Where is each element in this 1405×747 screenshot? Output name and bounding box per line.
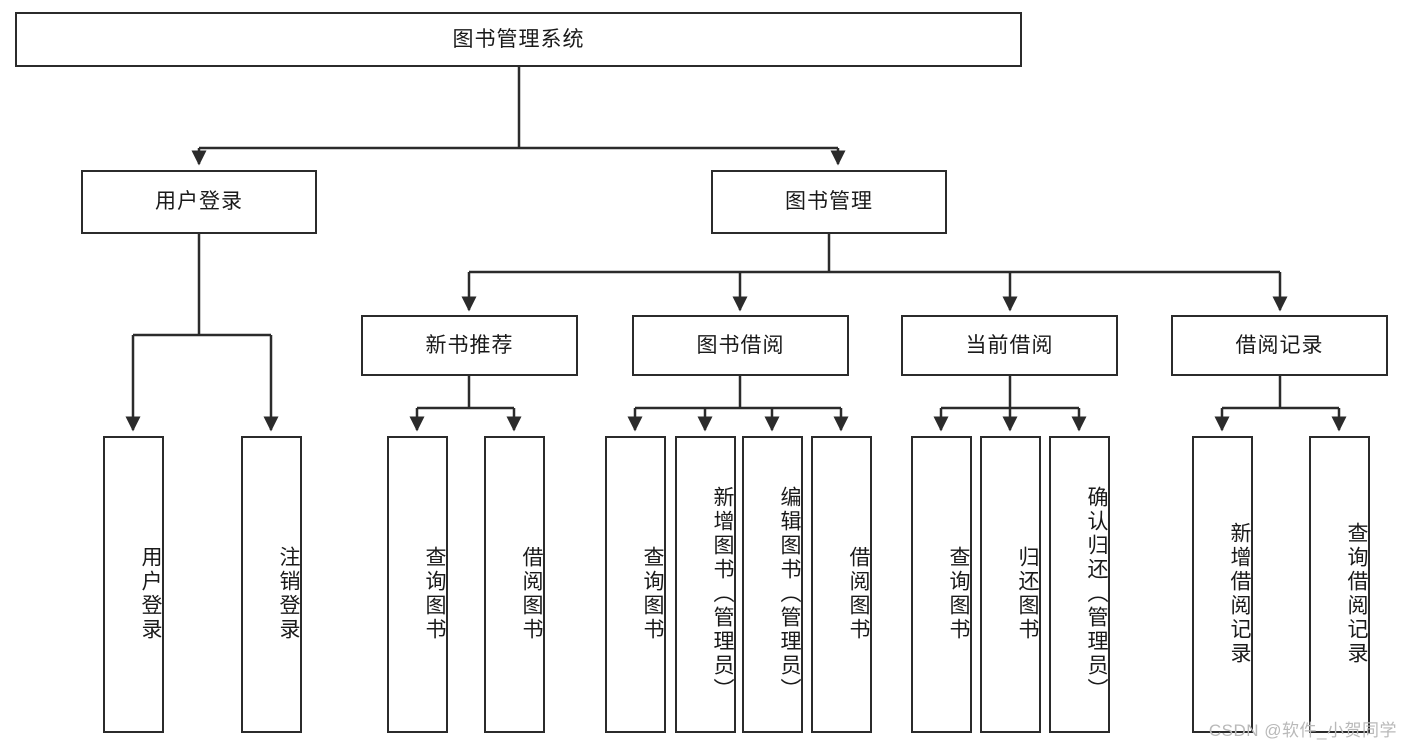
node-leaf-add-book-admin[interactable]: 新增图书（管理员）	[675, 436, 736, 733]
node-user-login[interactable]: 用户登录	[81, 170, 317, 234]
node-leaf-query-book-2-label: 查询图书	[641, 545, 664, 642]
node-leaf-add-book-admin-label: 新增图书（管理员）	[711, 485, 734, 702]
node-leaf-logout-login[interactable]: 注销登录	[241, 436, 302, 733]
node-leaf-confirm-return-admin-label: 确认归还（管理员）	[1085, 485, 1108, 702]
node-leaf-user-login[interactable]: 用户登录	[103, 436, 164, 733]
node-leaf-borrow-book-1[interactable]: 借阅图书	[484, 436, 545, 733]
node-root-label: 图书管理系统	[452, 27, 585, 51]
node-leaf-borrow-book-2[interactable]: 借阅图书	[811, 436, 872, 733]
node-leaf-query-book-2[interactable]: 查询图书	[605, 436, 666, 733]
node-new-book-recommend-label: 新书推荐	[425, 333, 514, 357]
node-new-book-recommend[interactable]: 新书推荐	[361, 315, 578, 376]
node-leaf-query-book-3-label: 查询图书	[947, 545, 970, 642]
node-leaf-user-login-label: 用户登录	[139, 545, 162, 642]
node-book-borrow[interactable]: 图书借阅	[632, 315, 849, 376]
node-leaf-logout-login-label: 注销登录	[277, 545, 300, 642]
node-leaf-query-borrow-record-label: 查询借阅记录	[1345, 521, 1368, 666]
node-leaf-return-book-label: 归还图书	[1016, 545, 1039, 642]
node-leaf-add-borrow-record-label: 新增借阅记录	[1228, 521, 1251, 666]
node-book-borrow-label: 图书借阅	[696, 333, 785, 357]
node-leaf-add-borrow-record[interactable]: 新增借阅记录	[1192, 436, 1253, 733]
node-borrow-record[interactable]: 借阅记录	[1171, 315, 1388, 376]
node-current-borrow-label: 当前借阅	[965, 333, 1054, 357]
node-leaf-query-book-1[interactable]: 查询图书	[387, 436, 448, 733]
watermark-text: CSDN @软件_小贺同学	[1208, 721, 1397, 740]
node-root[interactable]: 图书管理系统	[15, 12, 1022, 67]
node-leaf-borrow-book-1-label: 借阅图书	[520, 545, 543, 642]
node-book-manage-label: 图书管理	[785, 190, 873, 214]
node-leaf-borrow-book-2-label: 借阅图书	[847, 545, 870, 642]
node-book-manage[interactable]: 图书管理	[711, 170, 947, 234]
node-current-borrow[interactable]: 当前借阅	[901, 315, 1118, 376]
node-leaf-edit-book-admin-label: 编辑图书（管理员）	[778, 485, 801, 702]
node-leaf-confirm-return-admin[interactable]: 确认归还（管理员）	[1049, 436, 1110, 733]
node-leaf-query-book-3[interactable]: 查询图书	[911, 436, 972, 733]
node-leaf-return-book[interactable]: 归还图书	[980, 436, 1041, 733]
node-user-login-label: 用户登录	[155, 190, 243, 214]
node-leaf-edit-book-admin[interactable]: 编辑图书（管理员）	[742, 436, 803, 733]
node-leaf-query-borrow-record[interactable]: 查询借阅记录	[1309, 436, 1370, 733]
node-borrow-record-label: 借阅记录	[1235, 333, 1324, 357]
node-leaf-query-book-1-label: 查询图书	[423, 545, 446, 642]
